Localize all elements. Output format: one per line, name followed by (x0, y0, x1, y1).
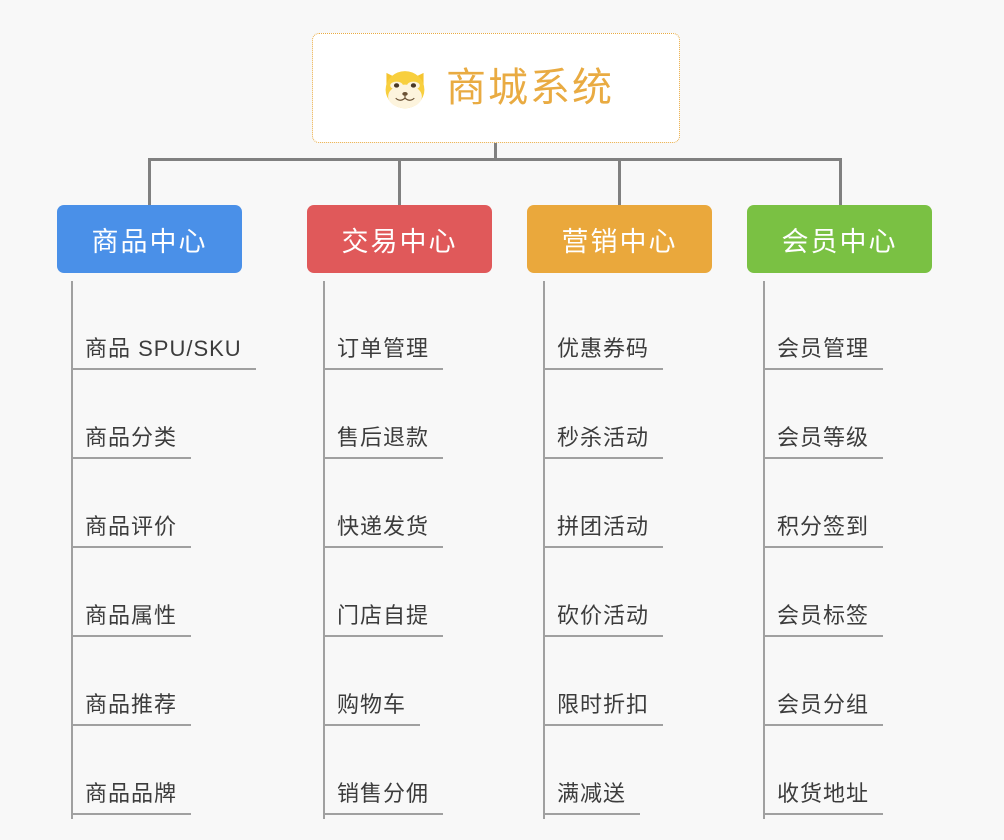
leaf-item[interactable]: 会员等级 (763, 370, 884, 459)
connector-root-stem (494, 143, 497, 161)
leaf-item[interactable]: 会员管理 (763, 281, 884, 370)
leaf-item[interactable]: 商品 SPU/SKU (71, 281, 256, 370)
leaf-item[interactable]: 商品评价 (71, 459, 256, 548)
leaf-item-label: 会员分组 (763, 692, 884, 726)
leaf-item-label: 商品属性 (71, 603, 192, 637)
connector-drop-1 (148, 158, 151, 205)
leaf-item-label: 商品分类 (71, 425, 192, 459)
leaf-item-label: 限时折扣 (543, 692, 664, 726)
shiba-dog-face-icon (385, 71, 425, 110)
leaf-item[interactable]: 拼团活动 (543, 459, 664, 548)
leaf-item-label: 销售分佣 (323, 781, 444, 815)
leaf-item[interactable]: 商品品牌 (71, 726, 256, 815)
leaf-item-label: 门店自提 (323, 603, 444, 637)
leaf-item[interactable]: 积分签到 (763, 459, 884, 548)
connector-drop-4 (839, 158, 842, 205)
leaf-item-label: 商品评价 (71, 514, 192, 548)
leaf-item[interactable]: 订单管理 (323, 281, 444, 370)
branch-trunk-line (543, 281, 545, 819)
leaf-list: 优惠券码秒杀活动拼团活动砍价活动限时折扣满减送 (543, 281, 664, 815)
leaf-item-label: 商品推荐 (71, 692, 192, 726)
leaf-item[interactable]: 砍价活动 (543, 548, 664, 637)
leaf-item-label: 收货地址 (763, 781, 884, 815)
root-node[interactable]: 商城系统 (312, 33, 680, 143)
leaf-item[interactable]: 商品属性 (71, 548, 256, 637)
leaf-item-label: 满减送 (543, 781, 641, 815)
leaf-item[interactable]: 购物车 (323, 637, 443, 726)
leaf-item-label: 会员管理 (763, 336, 884, 370)
branch-trunk-line (763, 281, 765, 819)
leaf-item-label: 会员等级 (763, 425, 884, 459)
leaf-item-label: 秒杀活动 (543, 425, 664, 459)
connector-drop-3 (618, 158, 621, 205)
category-header[interactable]: 营销中心 (527, 205, 712, 273)
leaf-item-label: 砍价活动 (543, 603, 664, 637)
connector-horizontal-bus (148, 158, 842, 161)
leaf-item-label: 购物车 (323, 692, 421, 726)
leaf-item-label: 拼团活动 (543, 514, 664, 548)
leaf-list: 订单管理售后退款快递发货门店自提购物车销售分佣 (323, 281, 444, 815)
leaf-item[interactable]: 收货地址 (763, 726, 884, 815)
leaf-item[interactable]: 销售分佣 (323, 726, 444, 815)
leaf-item[interactable]: 快递发货 (323, 459, 444, 548)
leaf-item-label: 积分签到 (763, 514, 884, 548)
leaf-item[interactable]: 门店自提 (323, 548, 444, 637)
leaf-item[interactable]: 限时折扣 (543, 637, 664, 726)
leaf-item[interactable]: 会员分组 (763, 637, 884, 726)
category-header[interactable]: 商品中心 (57, 205, 242, 273)
leaf-item-label: 商品品牌 (71, 781, 192, 815)
branch-trunk-line (323, 281, 325, 819)
leaf-item[interactable]: 优惠券码 (543, 281, 664, 370)
leaf-item-label: 优惠券码 (543, 336, 664, 370)
leaf-item-label: 商品 SPU/SKU (71, 336, 256, 370)
branch-trunk-line (71, 281, 73, 819)
leaf-item[interactable]: 会员标签 (763, 548, 884, 637)
leaf-item-label: 快递发货 (323, 514, 444, 548)
leaf-list: 会员管理会员等级积分签到会员标签会员分组收货地址 (763, 281, 884, 815)
leaf-list: 商品 SPU/SKU 商品分类商品评价商品属性商品推荐商品品牌 (71, 281, 256, 815)
leaf-item-label: 订单管理 (323, 336, 444, 370)
leaf-item[interactable]: 满减送 (543, 726, 663, 815)
leaf-item[interactable]: 商品推荐 (71, 637, 256, 726)
category-header[interactable]: 交易中心 (307, 205, 492, 273)
leaf-item-label: 售后退款 (323, 425, 444, 459)
root-title: 商城系统 (446, 66, 614, 110)
leaf-item[interactable]: 秒杀活动 (543, 370, 664, 459)
connector-drop-2 (398, 158, 401, 205)
leaf-item[interactable]: 商品分类 (71, 370, 256, 459)
leaf-item[interactable]: 售后退款 (323, 370, 444, 459)
category-header[interactable]: 会员中心 (747, 205, 932, 273)
leaf-item-label: 会员标签 (763, 603, 884, 637)
